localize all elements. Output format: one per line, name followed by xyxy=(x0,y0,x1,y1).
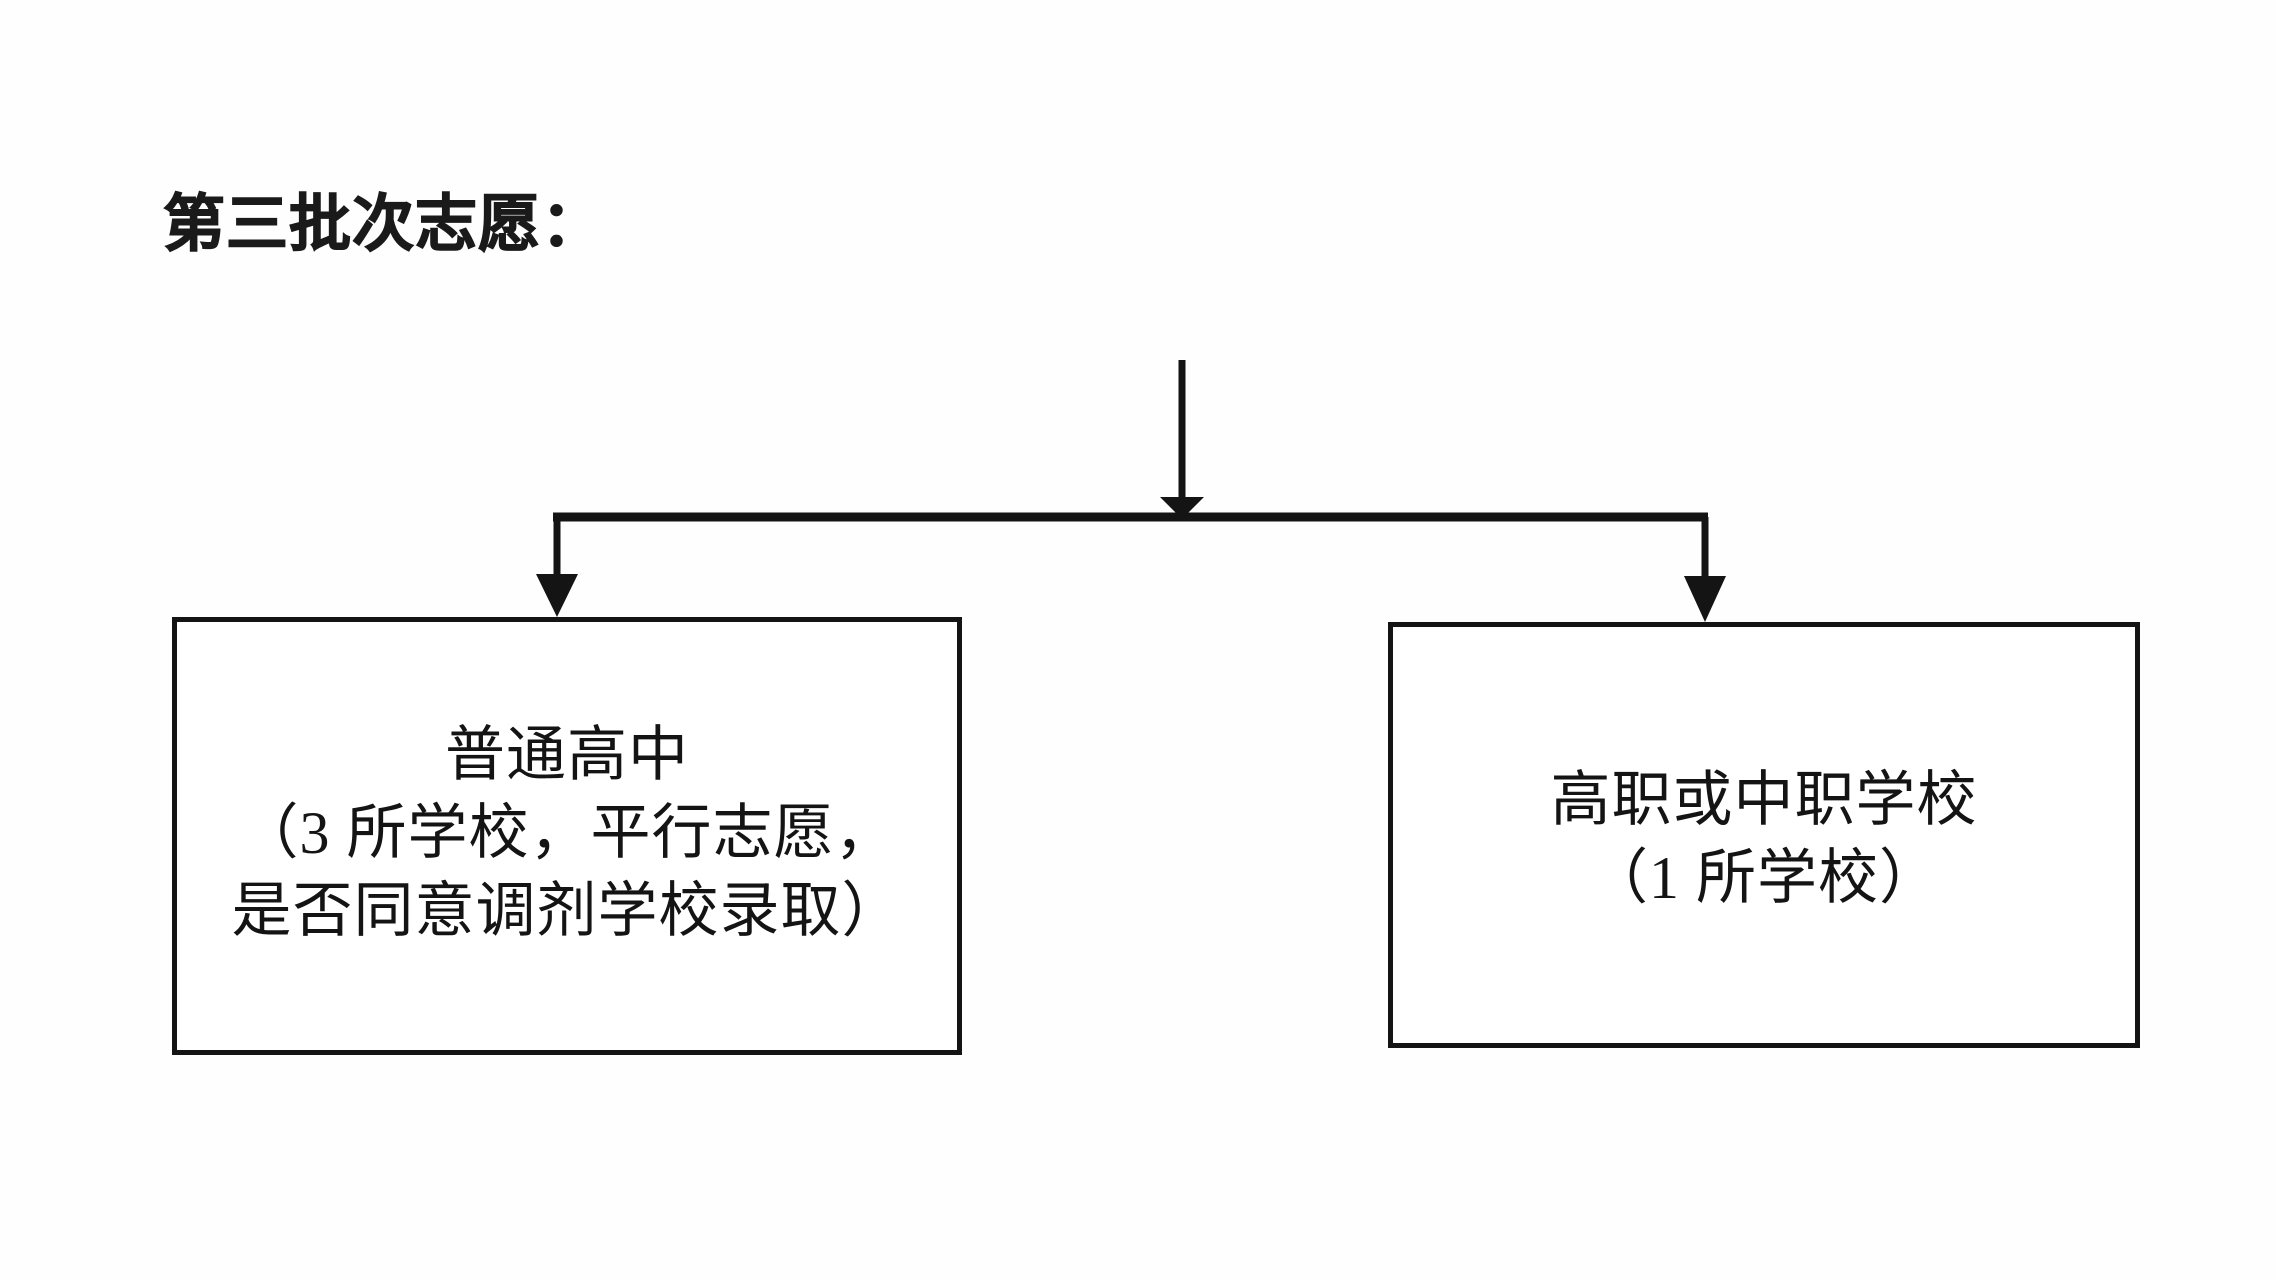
right-branch-arrow-head xyxy=(1684,576,1726,622)
node-box-gaozhi-zhongzhi[interactable]: 高职或中职学校 （1 所学校） xyxy=(1388,622,2140,1048)
node-line-3: 是否同意调剂学校录取） xyxy=(231,878,903,944)
left-branch-arrow-head xyxy=(536,574,578,617)
node-box-putong-gaozhong[interactable]: 普通高中 （3 所学校，平行志愿， 是否同意调剂学校录取） xyxy=(172,617,962,1055)
incoming-arrow-head xyxy=(1160,497,1204,519)
page-title: 第三批次志愿： xyxy=(162,190,605,259)
node-text-stack: 高职或中职学校 （1 所学校） xyxy=(1551,761,1978,917)
node-line-2: （3 所学校，平行志愿， xyxy=(238,800,896,866)
node-text-stack: 普通高中 （3 所学校，平行志愿， 是否同意调剂学校录取） xyxy=(232,716,903,950)
node-line-1: 普通高中 xyxy=(445,722,689,788)
node-line-2: （1 所学校） xyxy=(1588,845,1940,911)
node-line-1: 高职或中职学校 xyxy=(1550,767,1978,833)
